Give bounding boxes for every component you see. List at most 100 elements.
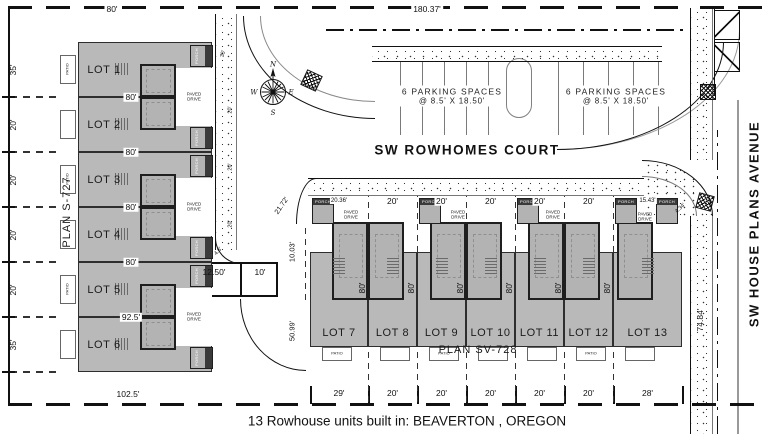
dim-lot-bottom: 20'	[531, 387, 548, 398]
left-sidewalk	[215, 14, 237, 250]
paved-drive-area	[176, 288, 212, 346]
porch-box: PORCH	[190, 237, 213, 259]
car-outline	[624, 234, 648, 278]
dim-east: 74.84'	[694, 308, 705, 332]
garage	[140, 97, 176, 130]
dim-lot-bottom: 20'	[433, 387, 450, 398]
dim-lot-top: 15.43'	[638, 198, 657, 204]
parking-label-east: 6 PARKING SPACES @ 8.5' X 18.50'	[563, 85, 669, 107]
lot-label: LOT 12	[568, 327, 609, 339]
garage	[140, 64, 176, 97]
dim-lot-depth: 80'	[356, 282, 367, 294]
stairs	[435, 258, 448, 274]
court-name: SW ROWHOMES COURT	[374, 142, 560, 158]
west-property-line	[8, 6, 10, 404]
turnaround-divider	[240, 262, 242, 297]
paved-drive-label: PAVED DRIVE	[186, 311, 202, 322]
paved-drive-label: PAVED DRIVE	[545, 209, 561, 220]
dim-turnaround-e: 10'	[254, 266, 266, 277]
lot-label: LOT 11	[519, 327, 560, 339]
lot-label: LOT 7	[322, 327, 356, 339]
dim-lot-depth: 80'	[454, 282, 465, 294]
dim-bottom-left: 102.5'	[114, 388, 142, 399]
dim-top-right: 180.37'	[411, 3, 443, 14]
porch-label: PORCH	[616, 199, 636, 205]
west-tick	[2, 261, 15, 263]
porch-band	[205, 128, 212, 148]
dim-side: 20'	[7, 118, 18, 131]
south-property-line	[8, 403, 766, 406]
lot-line-dash	[417, 347, 419, 402]
porch-label: PORCH	[518, 199, 538, 205]
corner-panel-a	[714, 10, 740, 40]
dim-top-left: 80'	[104, 3, 120, 14]
paved-drive-label: PAVED DRIVE	[637, 211, 653, 222]
porch-band	[205, 156, 212, 176]
south-sidewalk	[308, 178, 644, 196]
south-tick	[310, 386, 312, 404]
patio-box	[60, 165, 76, 194]
compass-w: W	[250, 89, 258, 97]
patio-label: PATIO	[438, 350, 450, 356]
dim-lot-bottom: 29'	[331, 387, 347, 398]
lot-line-dash	[10, 206, 62, 208]
garage	[528, 222, 564, 300]
lot-label: LOT 1	[87, 64, 121, 76]
patio-box	[380, 347, 410, 361]
lot-line-dash	[417, 196, 419, 252]
parking-label-west: 6 PARKING SPACES @ 8.5' X 18.50'	[399, 85, 505, 107]
lot-label: LOT 6	[87, 339, 121, 351]
patio-box	[60, 275, 76, 304]
street-centerline	[326, 29, 686, 31]
patio-box	[429, 347, 459, 361]
porch-label: PORCH	[420, 199, 440, 205]
car-outline	[146, 322, 171, 346]
patio-box	[527, 347, 557, 361]
lot-label: LOT 13	[627, 327, 668, 339]
lot-line-dash	[10, 151, 62, 153]
west-tick	[2, 96, 15, 98]
porch-label: PORCH	[657, 199, 677, 205]
lot-label: LOT 10	[470, 327, 511, 339]
north-property-line	[8, 6, 690, 9]
car-outline	[146, 69, 171, 93]
parking-label-east-line2: @ 8.5' X 18.50'	[582, 96, 650, 106]
dim-lot-width: 80'	[123, 146, 139, 157]
stairs	[386, 258, 399, 274]
porch-band	[205, 238, 212, 258]
dim-side: 20'	[7, 228, 18, 241]
parking-label-east-line1: 6 PARKING SPACES	[565, 86, 667, 97]
dim-walk: 20'	[227, 163, 234, 171]
dim-side: 20'	[7, 283, 18, 296]
dim-side: 35'	[7, 338, 18, 351]
stairs	[115, 118, 129, 130]
dim-walk: 20'	[227, 106, 234, 114]
stairs	[115, 228, 129, 240]
garage	[140, 174, 176, 207]
lot-label: LOT 9	[424, 327, 459, 339]
lot-line-dash	[10, 371, 62, 373]
dim-lot-bottom: 20'	[482, 387, 499, 398]
car-outline	[339, 234, 363, 278]
dim-lot-top: 20.36'	[329, 198, 349, 204]
parking-label-west-line2: @ 8.5' X 18.50'	[418, 96, 486, 106]
porch-label: PORCH	[194, 130, 200, 146]
patio-box	[625, 347, 655, 361]
stairs	[115, 63, 129, 75]
lot-label: LOT 8	[375, 327, 410, 339]
parking-island	[506, 58, 532, 118]
car-outline	[146, 212, 171, 236]
dim-side: 20'	[7, 173, 18, 186]
car-outline	[437, 234, 461, 278]
porch-box: PORCH	[190, 155, 213, 177]
stairs	[641, 258, 654, 274]
patio-label: PATIO	[585, 350, 597, 356]
stairs	[115, 173, 129, 185]
porch-label: PORCH	[194, 48, 200, 64]
west-parcel-line	[305, 228, 307, 300]
dim-lot-depth: 80'	[503, 282, 514, 294]
porch-label: PORCH	[313, 199, 333, 205]
avenue-sidewalk-lower	[690, 216, 713, 434]
paved-drive-label: PAVED DRIVE	[186, 91, 202, 102]
